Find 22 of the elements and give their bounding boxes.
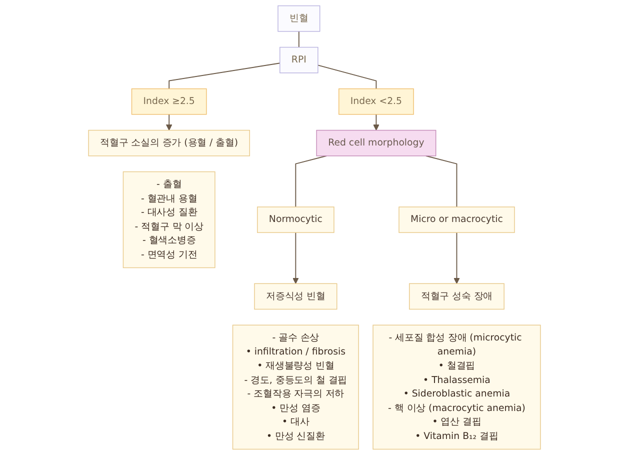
node-box: - 골수 손상 • infiltration / fibrosis • 재생불량성 빈혈 - 경도, 중등도의 철 결핍 - 조혈작용 자극의 저하 • 만성 염증 • 대사 • 만성 신질환 (232, 324, 359, 450)
node-box: RPI (280, 46, 318, 74)
node-box: Index ≥2.5 (131, 88, 207, 115)
node-box: 적혈구 성숙 장애 (409, 283, 504, 310)
node-box: 저증식성 빈혈 (254, 283, 338, 310)
node-box: 빈혈 (278, 5, 320, 32)
arrow (373, 114, 380, 131)
connector (317, 64, 377, 90)
connector (295, 155, 327, 208)
connector (168, 62, 280, 90)
arrow (454, 232, 460, 284)
node-box: Index <2.5 (338, 88, 414, 115)
node-box: Red cell morphology (316, 130, 436, 156)
node-box: - 세포질 합성 장애 (microcytic anemia) • 철결핍 • Thalassemia • Sideroblastic anemia - 핵 이상 (macrocytic anemia) • 엽산 결핍 • Vitamin B₁₂ 결핍 (372, 324, 541, 450)
node-box: - 출혈 - 혈관내 용혈 - 대사성 질환 - 적혈구 막 이상 - 혈색소병증 - 면역성 기전 (122, 171, 216, 268)
connector (298, 30, 300, 48)
connector (425, 155, 458, 208)
node-box: Micro or macrocytic (398, 206, 515, 233)
node-box: 적혈구 소실의 증가 (용혈 / 출혈) (88, 130, 250, 156)
node-box: Normocytic (257, 206, 334, 233)
arrow (292, 232, 299, 284)
arrow (166, 114, 172, 131)
